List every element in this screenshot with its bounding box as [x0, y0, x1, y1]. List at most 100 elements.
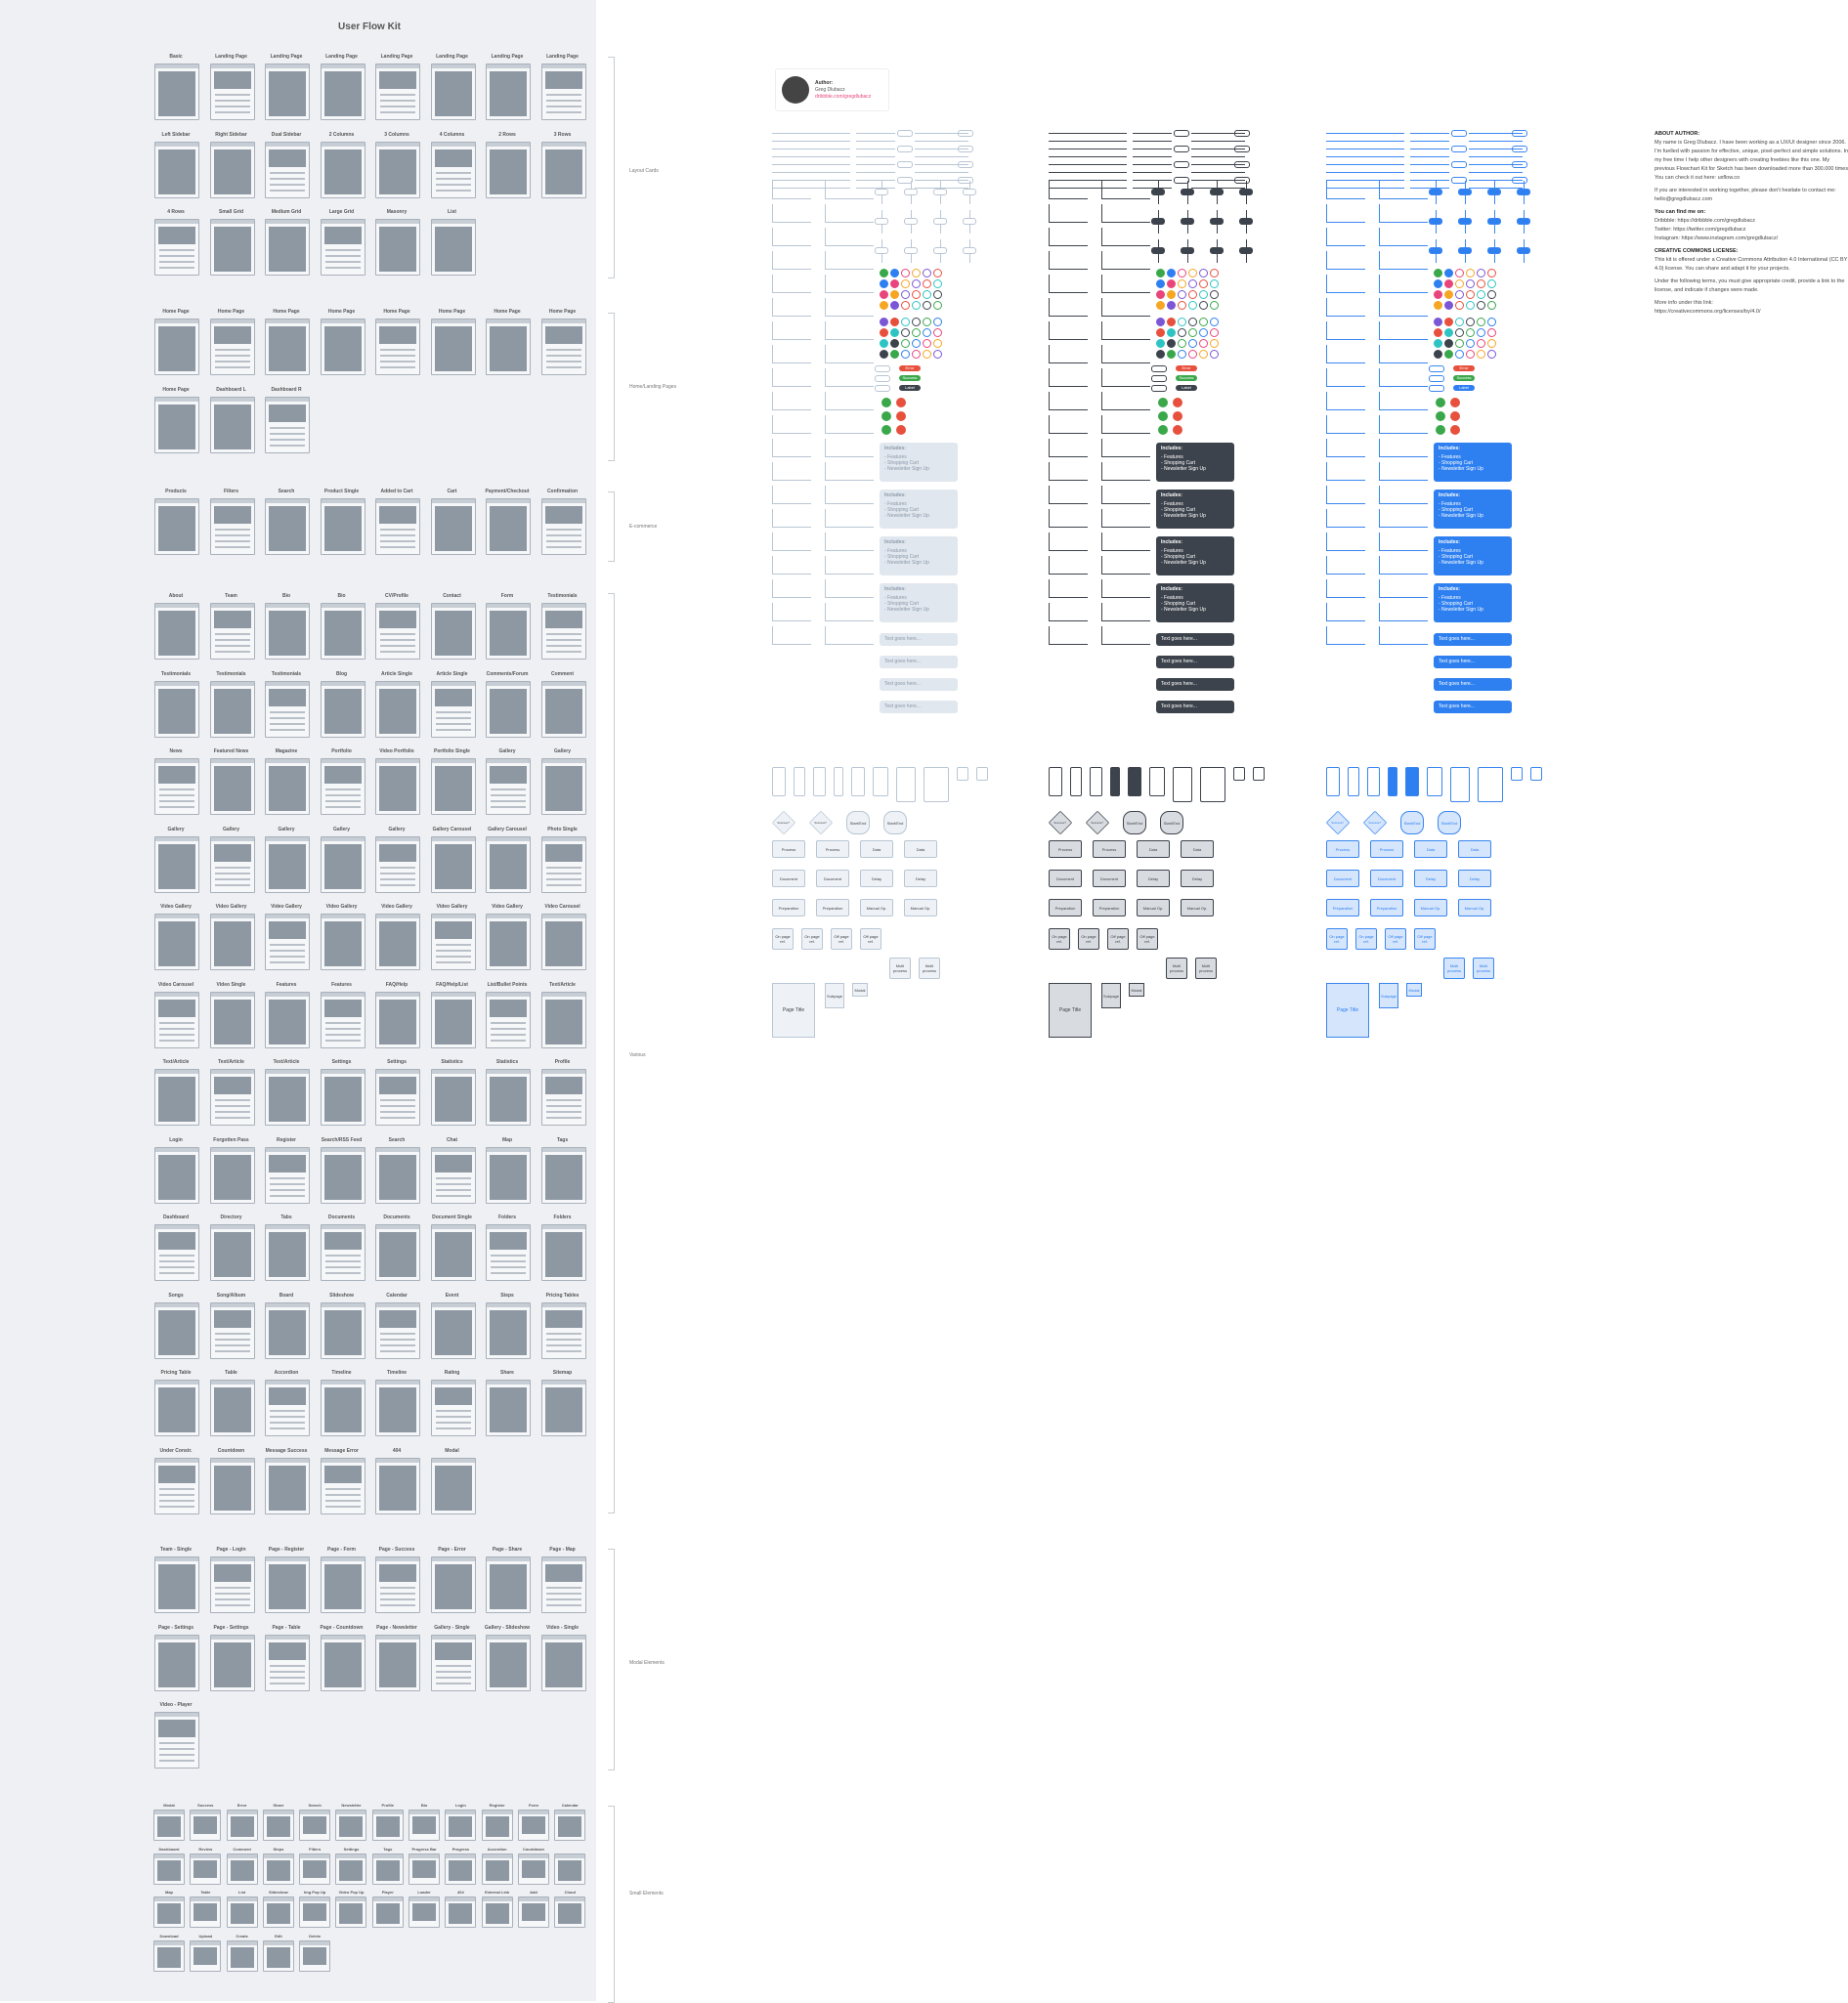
wireframe-card[interactable]: List	[226, 1890, 262, 1934]
wireframe-card[interactable]: Landing Page	[263, 54, 319, 132]
wireframe-card[interactable]: Video Single	[208, 982, 264, 1060]
wireframe-card[interactable]: Calendar	[553, 1803, 589, 1847]
wireframe-card[interactable]: Testimonials	[208, 671, 264, 749]
wireframe-card[interactable]: Payment/Checkout	[484, 489, 539, 567]
wireframe-card[interactable]: Table	[208, 1370, 264, 1448]
wireframe-card[interactable]: Dashboard	[152, 1215, 208, 1293]
wireframe-card[interactable]: Home Page	[152, 309, 208, 387]
wireframe-card[interactable]: Gallery - Slideshow	[484, 1625, 539, 1703]
wireframe-card[interactable]: Landing Page	[429, 54, 485, 132]
wireframe-card[interactable]: Video - Player	[152, 1702, 208, 1780]
wireframe-card[interactable]: Video Carousel	[152, 982, 208, 1060]
wireframe-card[interactable]: Map	[152, 1890, 189, 1934]
wireframe-card[interactable]: Review	[189, 1847, 225, 1891]
wireframe-card[interactable]: Testimonials	[539, 593, 595, 671]
wireframe-card[interactable]: Page - Form	[319, 1547, 374, 1625]
wireframe-card[interactable]: Article Single	[429, 671, 485, 749]
wireframe-card[interactable]: Board	[263, 1293, 319, 1371]
wireframe-card[interactable]: Video Gallery	[319, 904, 374, 982]
wireframe-card[interactable]: 3 Columns	[373, 132, 429, 210]
wireframe-card[interactable]: Document Single	[429, 1215, 485, 1293]
wireframe-card[interactable]: Login	[444, 1803, 480, 1847]
wireframe-card[interactable]: Message Success	[263, 1448, 319, 1526]
wireframe-card[interactable]: Timeline	[373, 1370, 429, 1448]
wireframe-card[interactable]: Magazine	[263, 748, 319, 827]
wireframe-card[interactable]: Page - Newsletter	[373, 1625, 429, 1703]
wireframe-card[interactable]: Photo Single	[539, 827, 595, 905]
wireframe-card[interactable]: Timeline	[319, 1370, 374, 1448]
wireframe-card[interactable]: Bio	[263, 593, 319, 671]
wireframe-card[interactable]: Confirmation	[539, 489, 595, 567]
wireframe-card[interactable]: Pricing Table	[152, 1370, 208, 1448]
wireframe-card[interactable]: Song/Album	[208, 1293, 264, 1371]
wireframe-card[interactable]: Blog	[319, 671, 374, 749]
wireframe-card[interactable]: Tabs	[263, 1215, 319, 1293]
wireframe-card[interactable]: Accordion	[481, 1847, 517, 1891]
license-link[interactable]: https://creativecommons.org/licenses/by/…	[1655, 309, 1761, 315]
wireframe-card[interactable]: Small Grid	[208, 209, 264, 287]
wireframe-card[interactable]: Gallery Carousel	[429, 827, 485, 905]
wireframe-card[interactable]: Page - Map	[539, 1547, 595, 1625]
wireframe-card[interactable]: Team - Single	[152, 1547, 208, 1625]
wireframe-card[interactable]: Portfolio	[319, 748, 374, 827]
wireframe-card[interactable]: Video Pop Up	[334, 1890, 370, 1934]
wireframe-card[interactable]: Under Constr.	[152, 1448, 208, 1526]
wireframe-card[interactable]: Video Gallery	[484, 904, 539, 982]
wireframe-card[interactable]: Products	[152, 489, 208, 567]
wireframe-card[interactable]: Form	[517, 1803, 553, 1847]
wireframe-card[interactable]: Map	[484, 1137, 539, 1215]
wireframe-card[interactable]: Gallery	[484, 748, 539, 827]
wireframe-card[interactable]: Landing Page	[319, 54, 374, 132]
wireframe-card[interactable]: Team	[208, 593, 264, 671]
wireframe-card[interactable]: Page - Countdown	[319, 1625, 374, 1703]
wireframe-card[interactable]: Video - Single	[539, 1625, 595, 1703]
wireframe-card[interactable]: Video Gallery	[208, 904, 264, 982]
wireframe-card[interactable]: Edit	[262, 1934, 298, 1978]
wireframe-card[interactable]: External Link	[481, 1890, 517, 1934]
wireframe-card[interactable]: Profile	[371, 1803, 408, 1847]
wireframe-card[interactable]: Search	[263, 489, 319, 567]
wireframe-card[interactable]: Contact	[429, 593, 485, 671]
wireframe-card[interactable]: Page - Settings	[208, 1625, 264, 1703]
wireframe-card[interactable]: Gallery	[263, 827, 319, 905]
wireframe-card[interactable]	[553, 1847, 589, 1891]
wireframe-card[interactable]: Accordion	[263, 1370, 319, 1448]
wireframe-card[interactable]: Player	[371, 1890, 408, 1934]
wireframe-card[interactable]: Page - Error	[429, 1547, 485, 1625]
wireframe-card[interactable]: Pricing Tables	[539, 1293, 595, 1371]
wireframe-card[interactable]: Img Pop Up	[298, 1890, 334, 1934]
wireframe-card[interactable]: Dashboard L	[208, 387, 264, 465]
wireframe-card[interactable]: 404	[373, 1448, 429, 1526]
wireframe-card[interactable]: Testimonials	[152, 671, 208, 749]
author-link[interactable]: dribbble.com/gregdlubacz	[815, 94, 872, 100]
wireframe-card[interactable]: Landing Page	[373, 54, 429, 132]
wireframe-card[interactable]: Countdown	[208, 1448, 264, 1526]
wireframe-card[interactable]: Landing Page	[539, 54, 595, 132]
wireframe-card[interactable]: Folders	[484, 1215, 539, 1293]
wireframe-card[interactable]: Register	[481, 1803, 517, 1847]
wireframe-card[interactable]: Bio	[408, 1803, 444, 1847]
wireframe-card[interactable]: Documents	[319, 1215, 374, 1293]
wireframe-card[interactable]: Right Sidebar	[208, 132, 264, 210]
wireframe-card[interactable]: Event	[429, 1293, 485, 1371]
wireframe-card[interactable]: FAQ/Help/List	[429, 982, 485, 1060]
wireframe-card[interactable]: Text/Article	[152, 1059, 208, 1137]
wireframe-card[interactable]: Text/Article	[208, 1059, 264, 1137]
wireframe-card[interactable]: Comment	[539, 671, 595, 749]
wireframe-card[interactable]: Home Page	[319, 309, 374, 387]
wireframe-card[interactable]: Steps	[262, 1847, 298, 1891]
wireframe-card[interactable]: Filters	[208, 489, 264, 567]
wireframe-card[interactable]: Modal	[152, 1803, 189, 1847]
wireframe-card[interactable]: Modal	[429, 1448, 485, 1526]
wireframe-card[interactable]: Success	[189, 1803, 225, 1847]
wireframe-card[interactable]: Settings	[334, 1847, 370, 1891]
wireframe-card[interactable]: Video Gallery	[263, 904, 319, 982]
wireframe-card[interactable]: Sitemap	[539, 1370, 595, 1448]
wireframe-card[interactable]: Page - Table	[263, 1625, 319, 1703]
wireframe-card[interactable]: Rating	[429, 1370, 485, 1448]
wireframe-card[interactable]: Documents	[373, 1215, 429, 1293]
wireframe-card[interactable]: Text/Article	[263, 1059, 319, 1137]
wireframe-card[interactable]: Chat	[429, 1137, 485, 1215]
wireframe-card[interactable]: Medium Grid	[263, 209, 319, 287]
wireframe-card[interactable]: Comment	[226, 1847, 262, 1891]
